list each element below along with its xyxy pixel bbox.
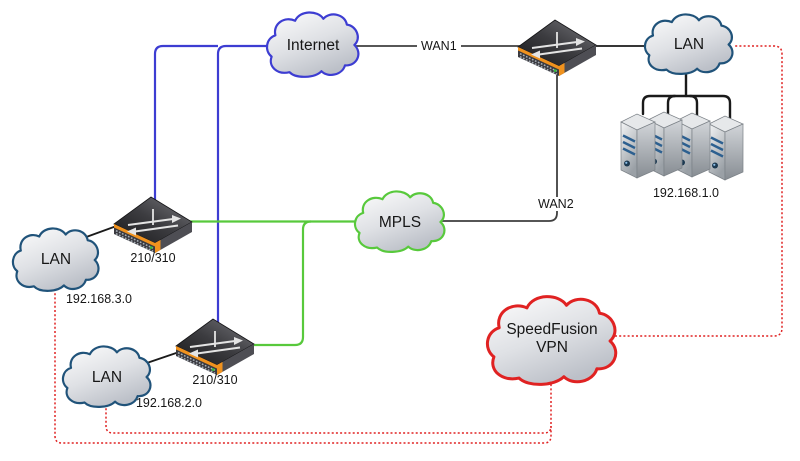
- wan2-label: WAN2: [534, 197, 578, 211]
- mpls-line-branch: [248, 220, 312, 347]
- server-farm-icon: [619, 110, 745, 182]
- speedfusion-label-line2: VPN: [536, 339, 568, 356]
- wan1-label: WAN1: [417, 39, 461, 53]
- internet-uplink-line-b: [216, 44, 270, 330]
- server-icon: [619, 112, 657, 180]
- mpls-cloud-label: MPLS: [378, 214, 422, 231]
- subnet-hq-label: 192.168.1.0: [652, 186, 720, 200]
- wan2-line: [442, 70, 558, 222]
- router-branch-a-icon: [113, 196, 193, 254]
- router-branch-a-model-label: 210/310: [130, 251, 176, 265]
- subnet-branch-a-label: 192.168.3.0: [65, 292, 133, 306]
- server-icon: [707, 114, 745, 182]
- lan-hq-cloud-label: LAN: [673, 36, 705, 53]
- lan-branch-b-cloud-label: LAN: [91, 369, 123, 386]
- router-branch-b-icon: [175, 318, 255, 376]
- speedfusion-label-line1: SpeedFusion: [506, 321, 598, 338]
- router-hq-icon: [517, 19, 597, 77]
- speedfusion-tunnel-lines: [54, 45, 783, 444]
- lan-branch-a-cloud-label: LAN: [40, 251, 72, 268]
- internet-cloud-label: Internet: [286, 37, 340, 54]
- internet-uplink-line-a: [153, 44, 218, 212]
- router-branch-b-model-label: 210/310: [192, 373, 238, 387]
- server-bracket-lines: [641, 68, 732, 120]
- subnet-branch-b-label: 192.168.2.0: [135, 396, 203, 410]
